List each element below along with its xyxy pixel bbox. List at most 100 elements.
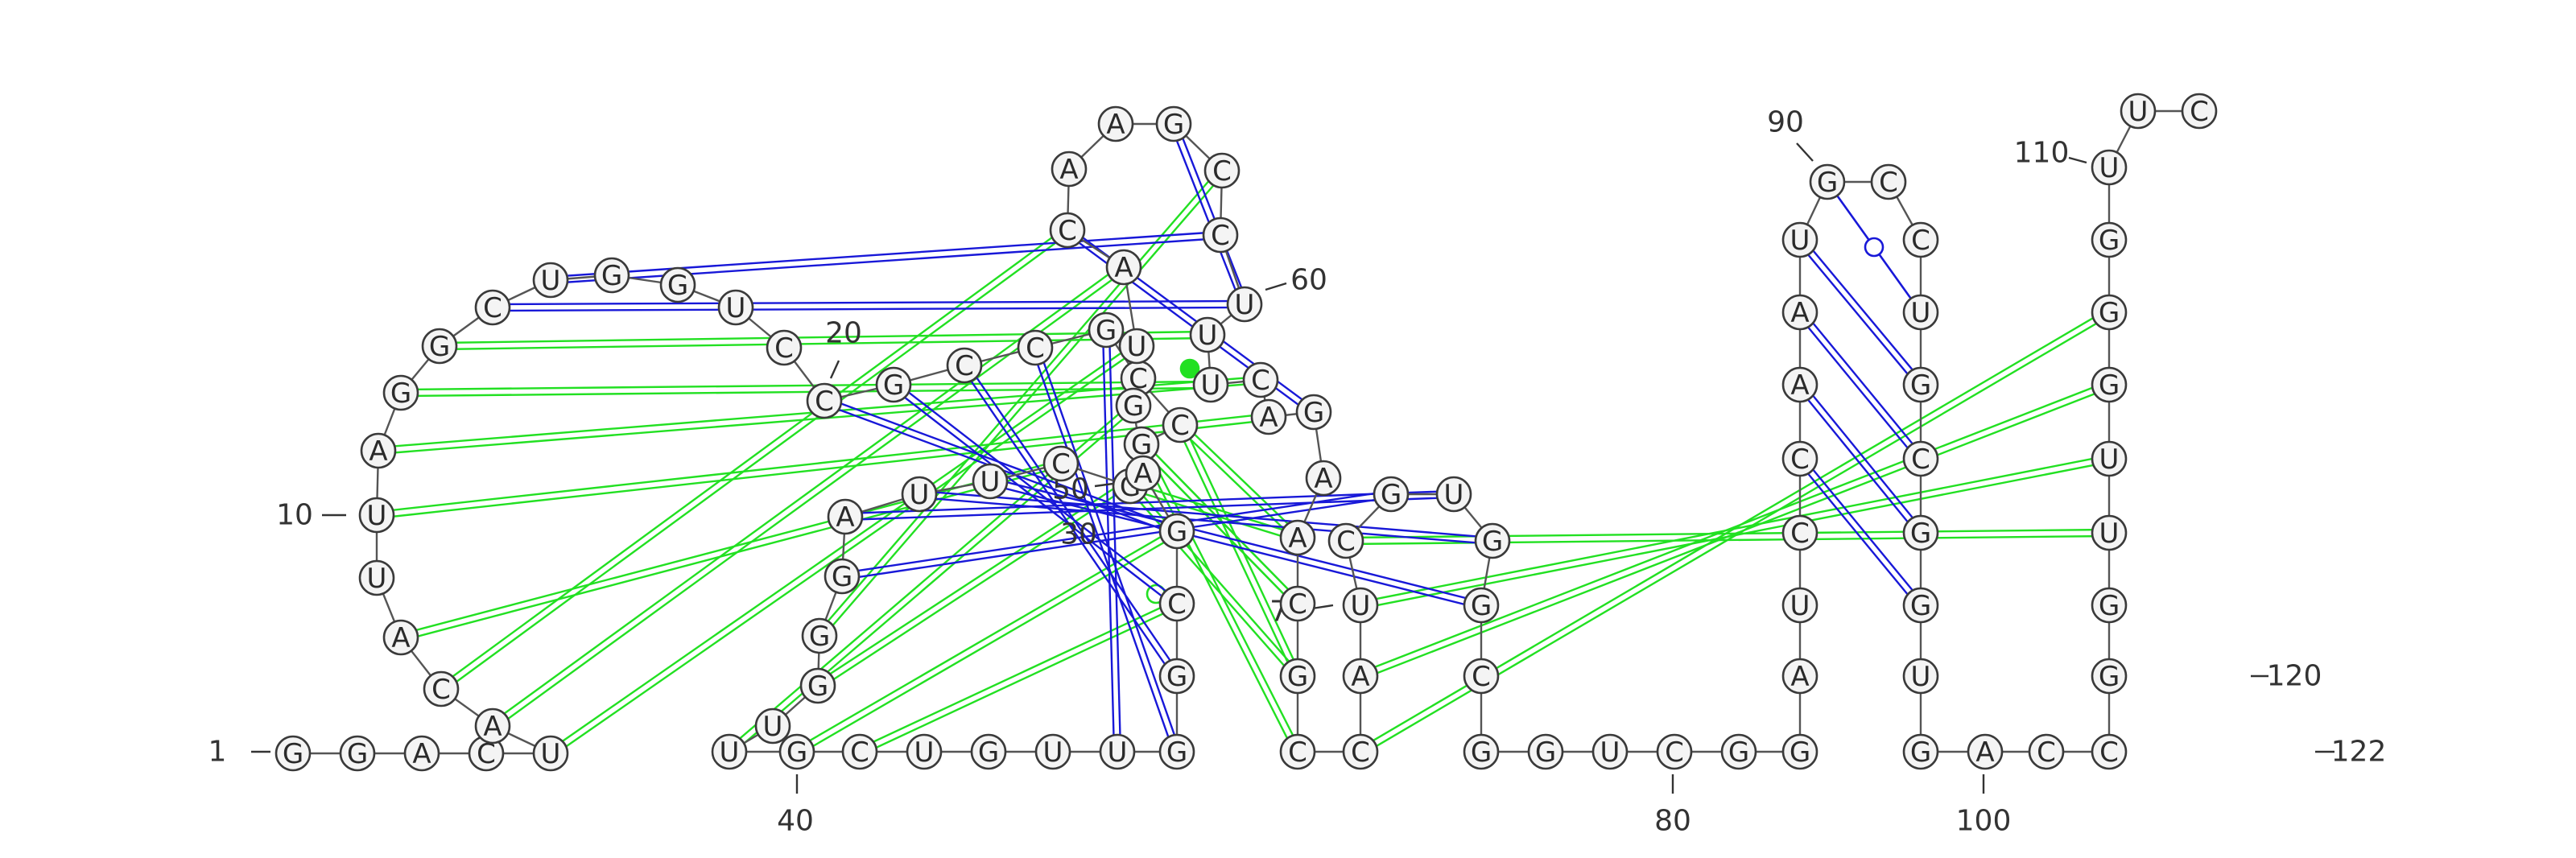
- nucleotide: C: [468, 735, 505, 772]
- position-tick: [2068, 156, 2087, 164]
- nucleotide: U: [1192, 366, 1229, 403]
- nucleotide-letter: C: [1911, 225, 1930, 257]
- nucleotide-letter: G: [601, 260, 622, 292]
- canonical-pair: [842, 496, 1392, 581]
- tertiary-interaction: [400, 380, 1211, 391]
- nucleotide-circle: [1902, 514, 1939, 551]
- nucleotide: C: [1656, 733, 1693, 770]
- nucleotide-circle: [1720, 733, 1757, 770]
- canonical-pair: [1797, 241, 1919, 388]
- nucleotide-circle: [1305, 460, 1342, 497]
- nucleotide-letter: A: [1790, 661, 1809, 693]
- nucleotide-circle: [358, 559, 395, 596]
- canonical-pair: [1175, 122, 1249, 303]
- tertiary-interaction: [857, 600, 1176, 750]
- nucleotide: C: [1463, 658, 1500, 695]
- tertiary-interaction: [376, 412, 1269, 514]
- nucleotide: G: [1781, 733, 1818, 770]
- nucleotide-letter: A: [1114, 252, 1133, 284]
- nucleotide: A: [1781, 658, 1818, 695]
- nucleotide-circle: [766, 329, 803, 366]
- nucleotide: C: [1049, 212, 1086, 249]
- canonical-pair: [492, 299, 1245, 306]
- base-pairs: [492, 122, 1925, 753]
- nucleotide-circle: [1158, 585, 1195, 622]
- tertiary-interaction: [378, 382, 1261, 456]
- nucleotide-circle: [1203, 152, 1241, 189]
- nucleotide-letter: U: [1600, 736, 1620, 769]
- nucleotide-circle: [1435, 476, 1472, 513]
- nucleotide-circle: [1097, 105, 1134, 142]
- nucleotide-letter: U: [1911, 661, 1931, 693]
- nucleotide-letter: G: [1910, 590, 1931, 622]
- position-label: 120: [2251, 660, 2322, 693]
- nucleotide-circle: [1781, 366, 1818, 403]
- nucleotide-circle: [801, 617, 838, 654]
- tertiary-interaction: [861, 605, 1179, 756]
- nucleotide: G: [1474, 522, 1511, 559]
- position-label-text: 10: [276, 499, 313, 532]
- nucleotide-letter: C: [1129, 363, 1148, 395]
- canonical-pair: [919, 489, 1493, 539]
- nucleotide: C: [1158, 585, 1195, 622]
- nucleotide-circle: [827, 498, 864, 535]
- nucleotide: U: [2091, 440, 2128, 477]
- position-label-text: 120: [2267, 660, 2322, 693]
- nucleotide-letter: C: [1790, 518, 1810, 550]
- position-label-text: 90: [1767, 106, 1804, 139]
- nucleotide-letter: A: [1059, 154, 1078, 186]
- canonical-pair: [1802, 309, 1925, 458]
- nucleotide: A: [474, 707, 511, 745]
- nucleotide-letter: A: [1259, 402, 1278, 434]
- nucleotide-letter: U: [1127, 331, 1147, 363]
- nucleotide: C: [423, 670, 460, 707]
- nucleotide-circle: [1781, 658, 1818, 695]
- position-label-text: 60: [1290, 264, 1327, 297]
- nucleotide-letter: C: [483, 292, 502, 324]
- nucleotide-circle: [1463, 658, 1500, 695]
- nucleotide-letter: U: [980, 466, 1001, 498]
- position-label: 80: [1654, 774, 1691, 838]
- nucleotide-letter: G: [807, 670, 828, 703]
- tertiary-interaction: [1359, 381, 2108, 674]
- nucleotide: G: [1463, 733, 1500, 770]
- nucleotide-letter: U: [2099, 518, 2120, 550]
- nucleotide-letter: G: [429, 331, 450, 363]
- nucleotide-letter: U: [1235, 289, 1255, 321]
- tertiary-interaction: [1176, 426, 1296, 679]
- nucleotide: G: [970, 733, 1007, 770]
- nucleotide-letter: C: [1351, 736, 1370, 769]
- tertiary-interaction: [1143, 442, 1302, 751]
- nucleotide: U: [1781, 587, 1818, 624]
- nucleotide-circle: [1902, 658, 1939, 695]
- tertiary-interaction: [439, 330, 1208, 344]
- nucleotide-letter: G: [1535, 736, 1556, 769]
- position-label-text: 100: [1956, 805, 2012, 838]
- nucleotide: U: [1435, 476, 1472, 513]
- tertiary-interaction: [548, 342, 1136, 752]
- nucleotide-circle: [2120, 93, 2157, 130]
- nucleotide: G: [1155, 105, 1192, 142]
- nucleotide-circle: [2091, 221, 2128, 258]
- nucleotide-circle: [2091, 658, 2128, 695]
- nucleotide: U: [1099, 733, 1136, 770]
- nucleotide-letter: G: [2099, 225, 2120, 257]
- nucleotide-letter: U: [720, 736, 740, 769]
- nucleotide: C: [1327, 522, 1364, 559]
- nucleotide: C: [1042, 445, 1080, 482]
- nucleotide-letter: U: [1201, 369, 1221, 402]
- nucleotide-letter: G: [883, 369, 904, 402]
- nucleotide: U: [2091, 514, 2128, 551]
- nucleotide-letter: C: [1058, 215, 1077, 247]
- nucleotide: A: [1105, 249, 1142, 286]
- nucleotide-circle: [1158, 733, 1195, 770]
- nucleotide-circle: [1034, 733, 1071, 770]
- nucleotide: G: [1463, 587, 1500, 624]
- nucleotide-circle: [1474, 522, 1511, 559]
- nucleotide-circle: [382, 374, 419, 411]
- nucleotide: U: [1226, 286, 1263, 323]
- nucleotide-circle: [1527, 733, 1564, 770]
- canonical-pair: [1796, 313, 1919, 462]
